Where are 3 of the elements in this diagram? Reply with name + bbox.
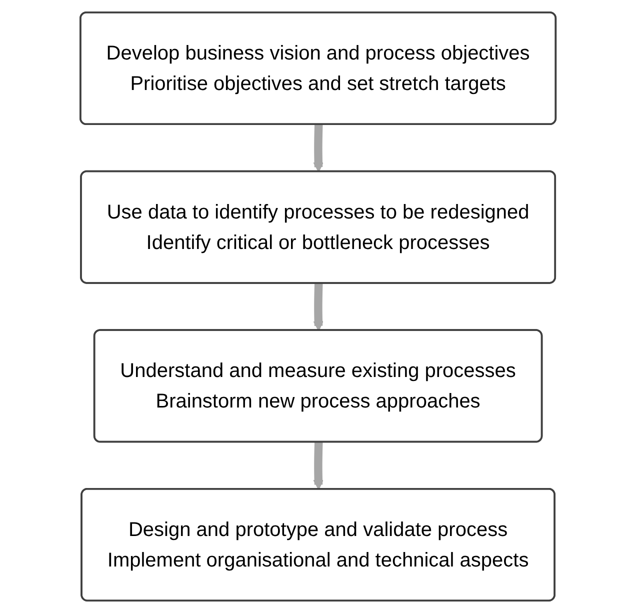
arrow: [313, 283, 324, 332]
arrow: [313, 442, 324, 490]
arrow: [313, 124, 324, 172]
